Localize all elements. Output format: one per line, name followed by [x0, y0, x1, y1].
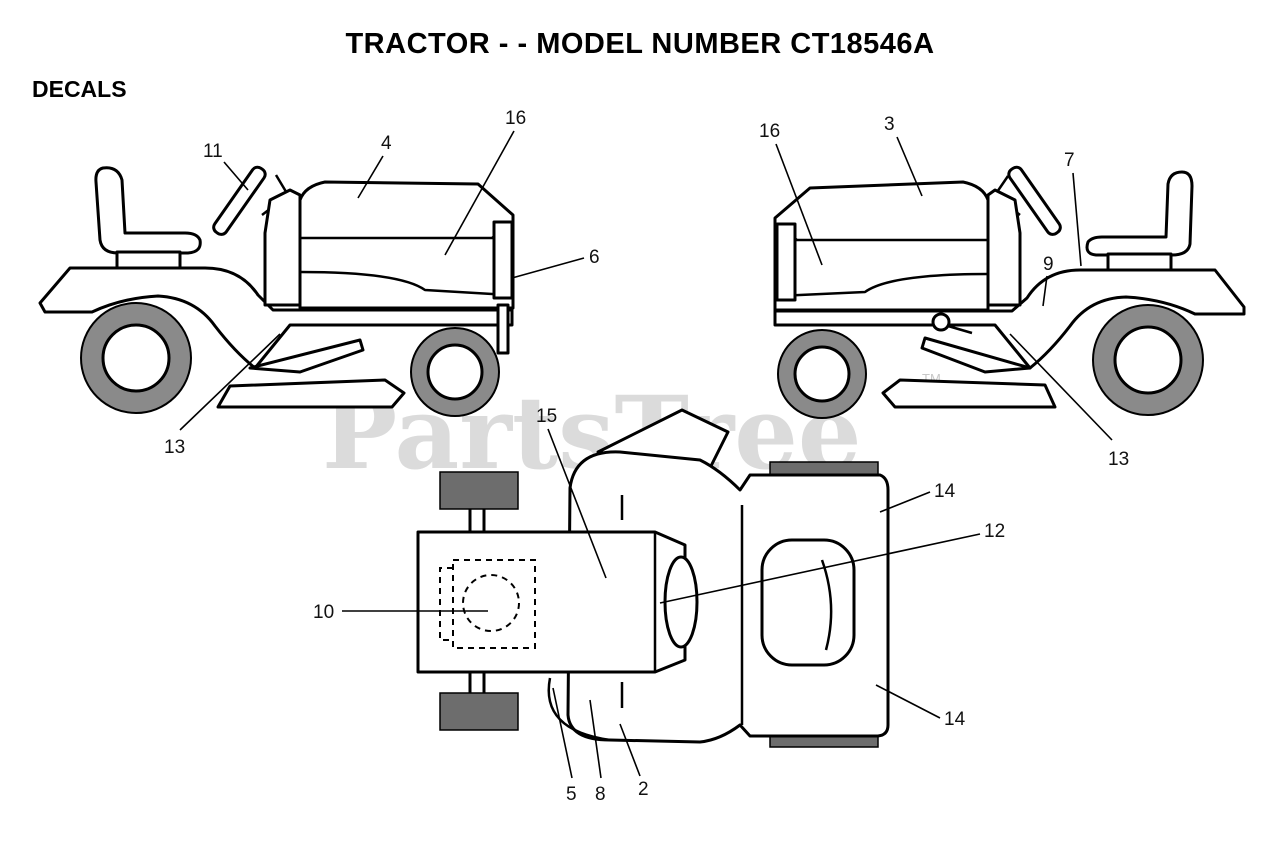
leader-4	[357, 155, 384, 199]
top-view-callouts: 15 14 12 10 14 5 8 2	[313, 406, 1005, 805]
front-tire-top	[439, 471, 519, 510]
callout-16: 16	[759, 121, 780, 142]
steering-wheel	[1007, 165, 1062, 236]
callout-3: 3	[884, 114, 895, 135]
left-view-callouts: 11 4 16 6 13	[164, 108, 600, 458]
callout-8: 8	[595, 784, 606, 805]
grille	[775, 222, 797, 302]
leader-11	[223, 161, 249, 191]
steering-wheel	[212, 165, 267, 236]
callout-12: 12	[984, 521, 1005, 542]
hood	[773, 180, 990, 312]
grille	[492, 220, 514, 300]
seat-top	[760, 538, 856, 667]
seat-back-line	[820, 559, 833, 651]
rear-rim	[101, 323, 171, 393]
deck-lift-lever	[920, 336, 1032, 374]
decal-outline	[452, 559, 536, 649]
callout-7: 7	[1064, 150, 1075, 171]
front-tire-bottom	[439, 692, 519, 731]
dash-panel	[986, 188, 1022, 307]
leader-15	[547, 428, 607, 579]
leader-7	[1072, 172, 1082, 267]
hood	[298, 180, 515, 310]
leader-5	[552, 687, 573, 779]
leader-14-bottom	[875, 684, 941, 719]
dash-oval	[663, 555, 699, 649]
right-view-callouts: 16 3 7 9 13	[759, 114, 1129, 470]
mower-deck	[881, 378, 1057, 409]
leader-2	[619, 723, 641, 777]
leader-16	[775, 143, 823, 266]
rear-rim	[1113, 325, 1183, 395]
callout-10: 10	[313, 602, 334, 623]
seat	[1085, 170, 1194, 257]
seat-post	[1106, 252, 1173, 272]
tractor-left-side-view	[38, 165, 515, 417]
callout-11: 11	[203, 141, 223, 162]
hood-lower-line	[777, 272, 989, 298]
dash-panel	[263, 188, 302, 307]
hood-top	[416, 530, 687, 674]
callout-16: 16	[505, 108, 526, 129]
leader-13	[179, 333, 281, 431]
seat-post	[115, 250, 182, 270]
front-rim	[426, 343, 484, 401]
callout-14-top: 14	[934, 481, 956, 502]
leader-14-top	[879, 491, 931, 513]
leader-3	[896, 136, 923, 197]
leader-9	[1042, 275, 1048, 307]
callout-6: 6	[589, 247, 600, 268]
rear-fender	[773, 268, 1246, 370]
decal-tab	[439, 567, 453, 641]
mower-deck	[216, 378, 406, 409]
front-axle	[496, 303, 510, 355]
section-heading: DECALS	[32, 76, 127, 102]
deck-lift-lever	[248, 338, 365, 374]
hood-lower-line	[299, 270, 511, 297]
tractor-right-side-view	[773, 165, 1246, 419]
front-axle-top	[468, 506, 486, 534]
tractor-top-view	[416, 408, 890, 748]
callout-9: 9	[1043, 254, 1054, 275]
callout-5: 5	[566, 784, 577, 805]
leader-16	[444, 130, 515, 256]
callout-13: 13	[164, 437, 185, 458]
fuel-knob-stem	[947, 324, 973, 335]
fuel-knob	[931, 312, 951, 332]
decal-circle	[462, 574, 520, 632]
rear-fender	[38, 266, 514, 370]
callout-4: 4	[381, 133, 392, 154]
leader-8	[589, 699, 602, 779]
callout-15: 15	[536, 406, 557, 427]
diagram-title: TRACTOR - - MODEL NUMBER CT18546A	[345, 28, 935, 60]
leader-13	[1009, 333, 1113, 441]
seat	[94, 166, 202, 255]
leader-6	[511, 257, 585, 279]
front-rim	[793, 345, 851, 403]
leader-12	[659, 533, 981, 604]
callout-14-bottom: 14	[944, 709, 966, 730]
callout-2: 2	[638, 779, 649, 800]
callout-13: 13	[1108, 449, 1129, 470]
